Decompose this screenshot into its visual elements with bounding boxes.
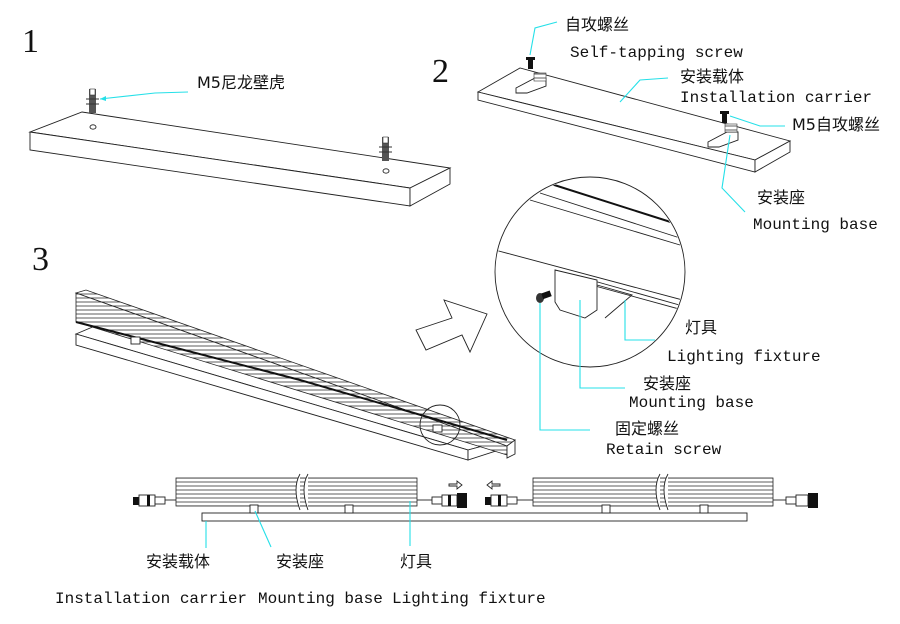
fixture-label-en: Lighting fixture <box>392 590 546 608</box>
side-view: 安装载体 Installation carrier 安装座 Mounting b… <box>55 473 818 608</box>
m5-screw-label: M5自攻螺丝 <box>792 115 880 134</box>
step-number-2: 2 <box>432 53 449 90</box>
connector-male-icon <box>133 494 176 507</box>
leader-line <box>529 21 558 56</box>
leader-line <box>539 303 590 431</box>
mounting-base-label-cn: 安装座 <box>276 552 324 571</box>
self-tapping-screw-label-en: Self-tapping screw <box>570 44 743 62</box>
leader-line <box>729 115 785 127</box>
retain-screw-label-cn: 固定螺丝 <box>615 419 679 438</box>
leader-line <box>579 300 625 389</box>
mounting-base-icon <box>130 336 141 345</box>
carrier-label-cn: 安装载体 <box>146 552 210 571</box>
leader-line <box>721 134 746 213</box>
fixture-label-cn: 灯具 <box>400 552 432 571</box>
mounting-base-icon <box>699 504 709 514</box>
break-mark <box>295 473 309 511</box>
step-1: 1 M5尼龙壁虎 <box>22 23 452 207</box>
arrow-right-icon <box>415 299 488 354</box>
leader-line <box>254 510 272 548</box>
step-3: 3 <box>32 176 821 461</box>
arrow-left-icon <box>486 480 501 490</box>
wall-plug-icon <box>379 136 392 161</box>
connector-male-icon <box>485 494 533 507</box>
step-2: 2 自攻螺丝 Self-tapping screw <box>432 15 880 234</box>
mounting-base-label-en: Mounting base <box>258 590 383 608</box>
lighting-fixture <box>532 477 774 507</box>
leader-line <box>619 77 669 103</box>
mounting-base-label-en: Mounting base <box>753 216 878 234</box>
carrier-label-cn: 安装载体 <box>680 67 744 86</box>
arrow-right-icon <box>448 480 463 490</box>
leader-line <box>99 91 189 100</box>
mounting-base-label-cn: 安装座 <box>643 374 691 393</box>
mounting-base-icon <box>515 72 547 94</box>
wall-board <box>28 111 452 207</box>
mounting-base-icon <box>554 269 598 319</box>
lighting-fixture <box>74 289 516 459</box>
detail-magnifier <box>494 176 686 368</box>
installation-carrier <box>201 512 748 522</box>
mounting-base-icon <box>249 504 259 514</box>
detail-callout-circle <box>419 404 461 446</box>
mounting-base-icon <box>707 123 739 148</box>
fixture-label-en: Lighting fixture <box>667 348 821 366</box>
connector-female-icon <box>773 493 818 508</box>
installation-carrier-board <box>476 67 792 173</box>
mounting-base-icon <box>344 504 354 514</box>
self-tapping-screw-icon <box>720 111 729 123</box>
step-number-1: 1 <box>22 23 39 60</box>
carrier-label-en: Installation carrier <box>55 590 247 608</box>
wall-plug-icon <box>86 88 99 113</box>
step-number-3: 3 <box>32 241 49 278</box>
drill-hole <box>89 124 97 130</box>
drill-hole <box>382 168 390 174</box>
retain-screw-icon <box>536 290 552 303</box>
wall-plug-label: M5尼龙壁虎 <box>197 73 285 92</box>
mounting-base-icon <box>432 424 443 433</box>
carrier-label-en: Installation carrier <box>680 89 872 107</box>
self-tapping-screw-label-cn: 自攻螺丝 <box>565 15 629 34</box>
mounting-base-icon <box>601 504 611 514</box>
connector-female-icon <box>417 493 467 508</box>
fixture-label-cn: 灯具 <box>685 318 717 337</box>
break-mark <box>655 473 669 511</box>
carrier-board <box>74 325 507 461</box>
self-tapping-screw-icon <box>526 57 535 69</box>
retain-screw-label-en: Retain screw <box>606 441 722 459</box>
mounting-base-label-cn: 安装座 <box>757 188 805 207</box>
mounting-base-label-en: Mounting base <box>629 394 754 412</box>
leader-line <box>624 300 655 341</box>
